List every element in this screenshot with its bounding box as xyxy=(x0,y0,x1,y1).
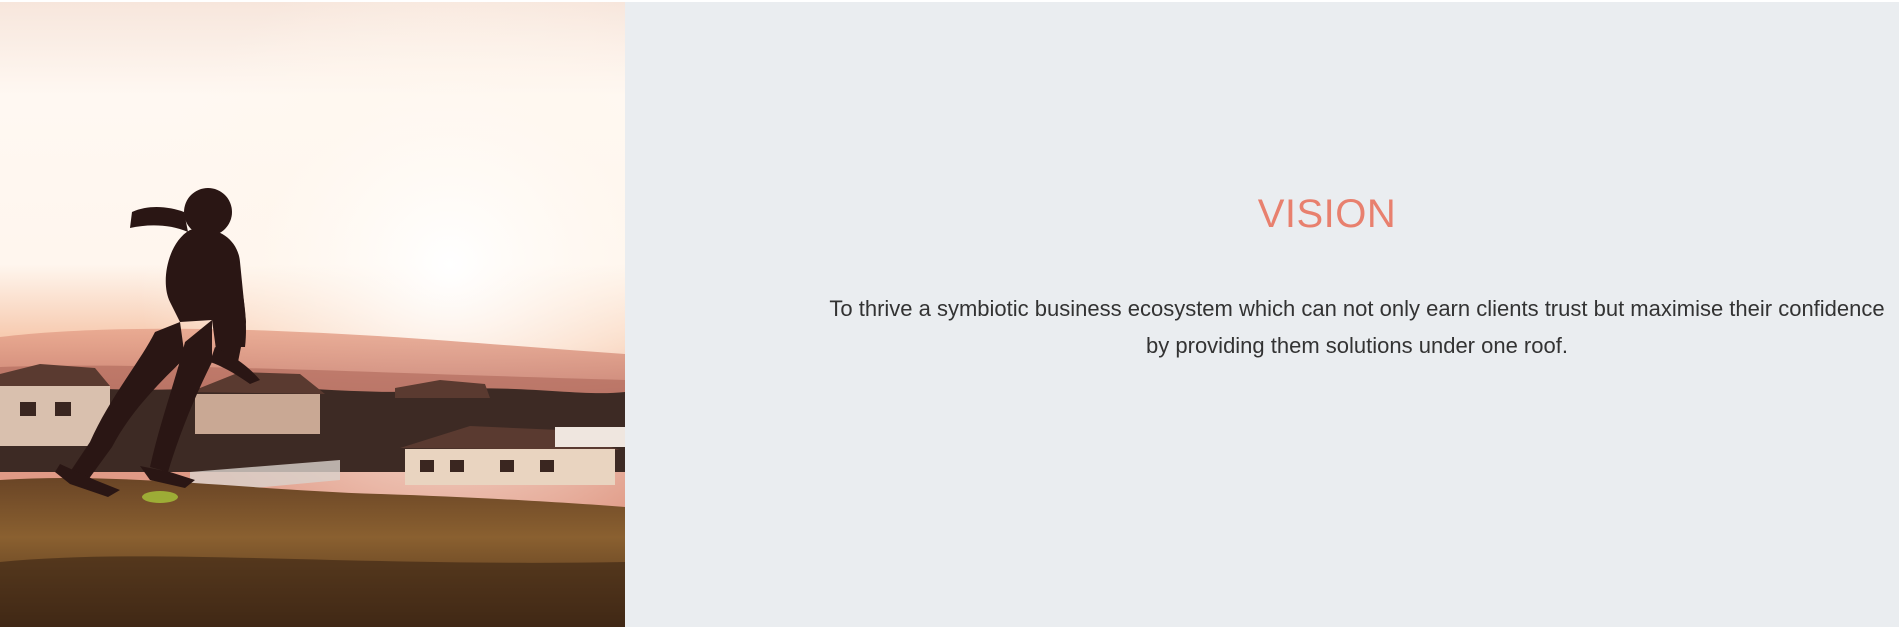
hero-photo xyxy=(0,2,625,627)
vision-heading: VISION xyxy=(1257,192,1397,236)
photo-person-hilltop-sunset-icon xyxy=(0,2,625,627)
vision-content-panel: VISION To thrive a symbiotic business ec… xyxy=(625,2,1899,627)
vision-statement: To thrive a symbiotic business ecosystem… xyxy=(829,296,1885,358)
